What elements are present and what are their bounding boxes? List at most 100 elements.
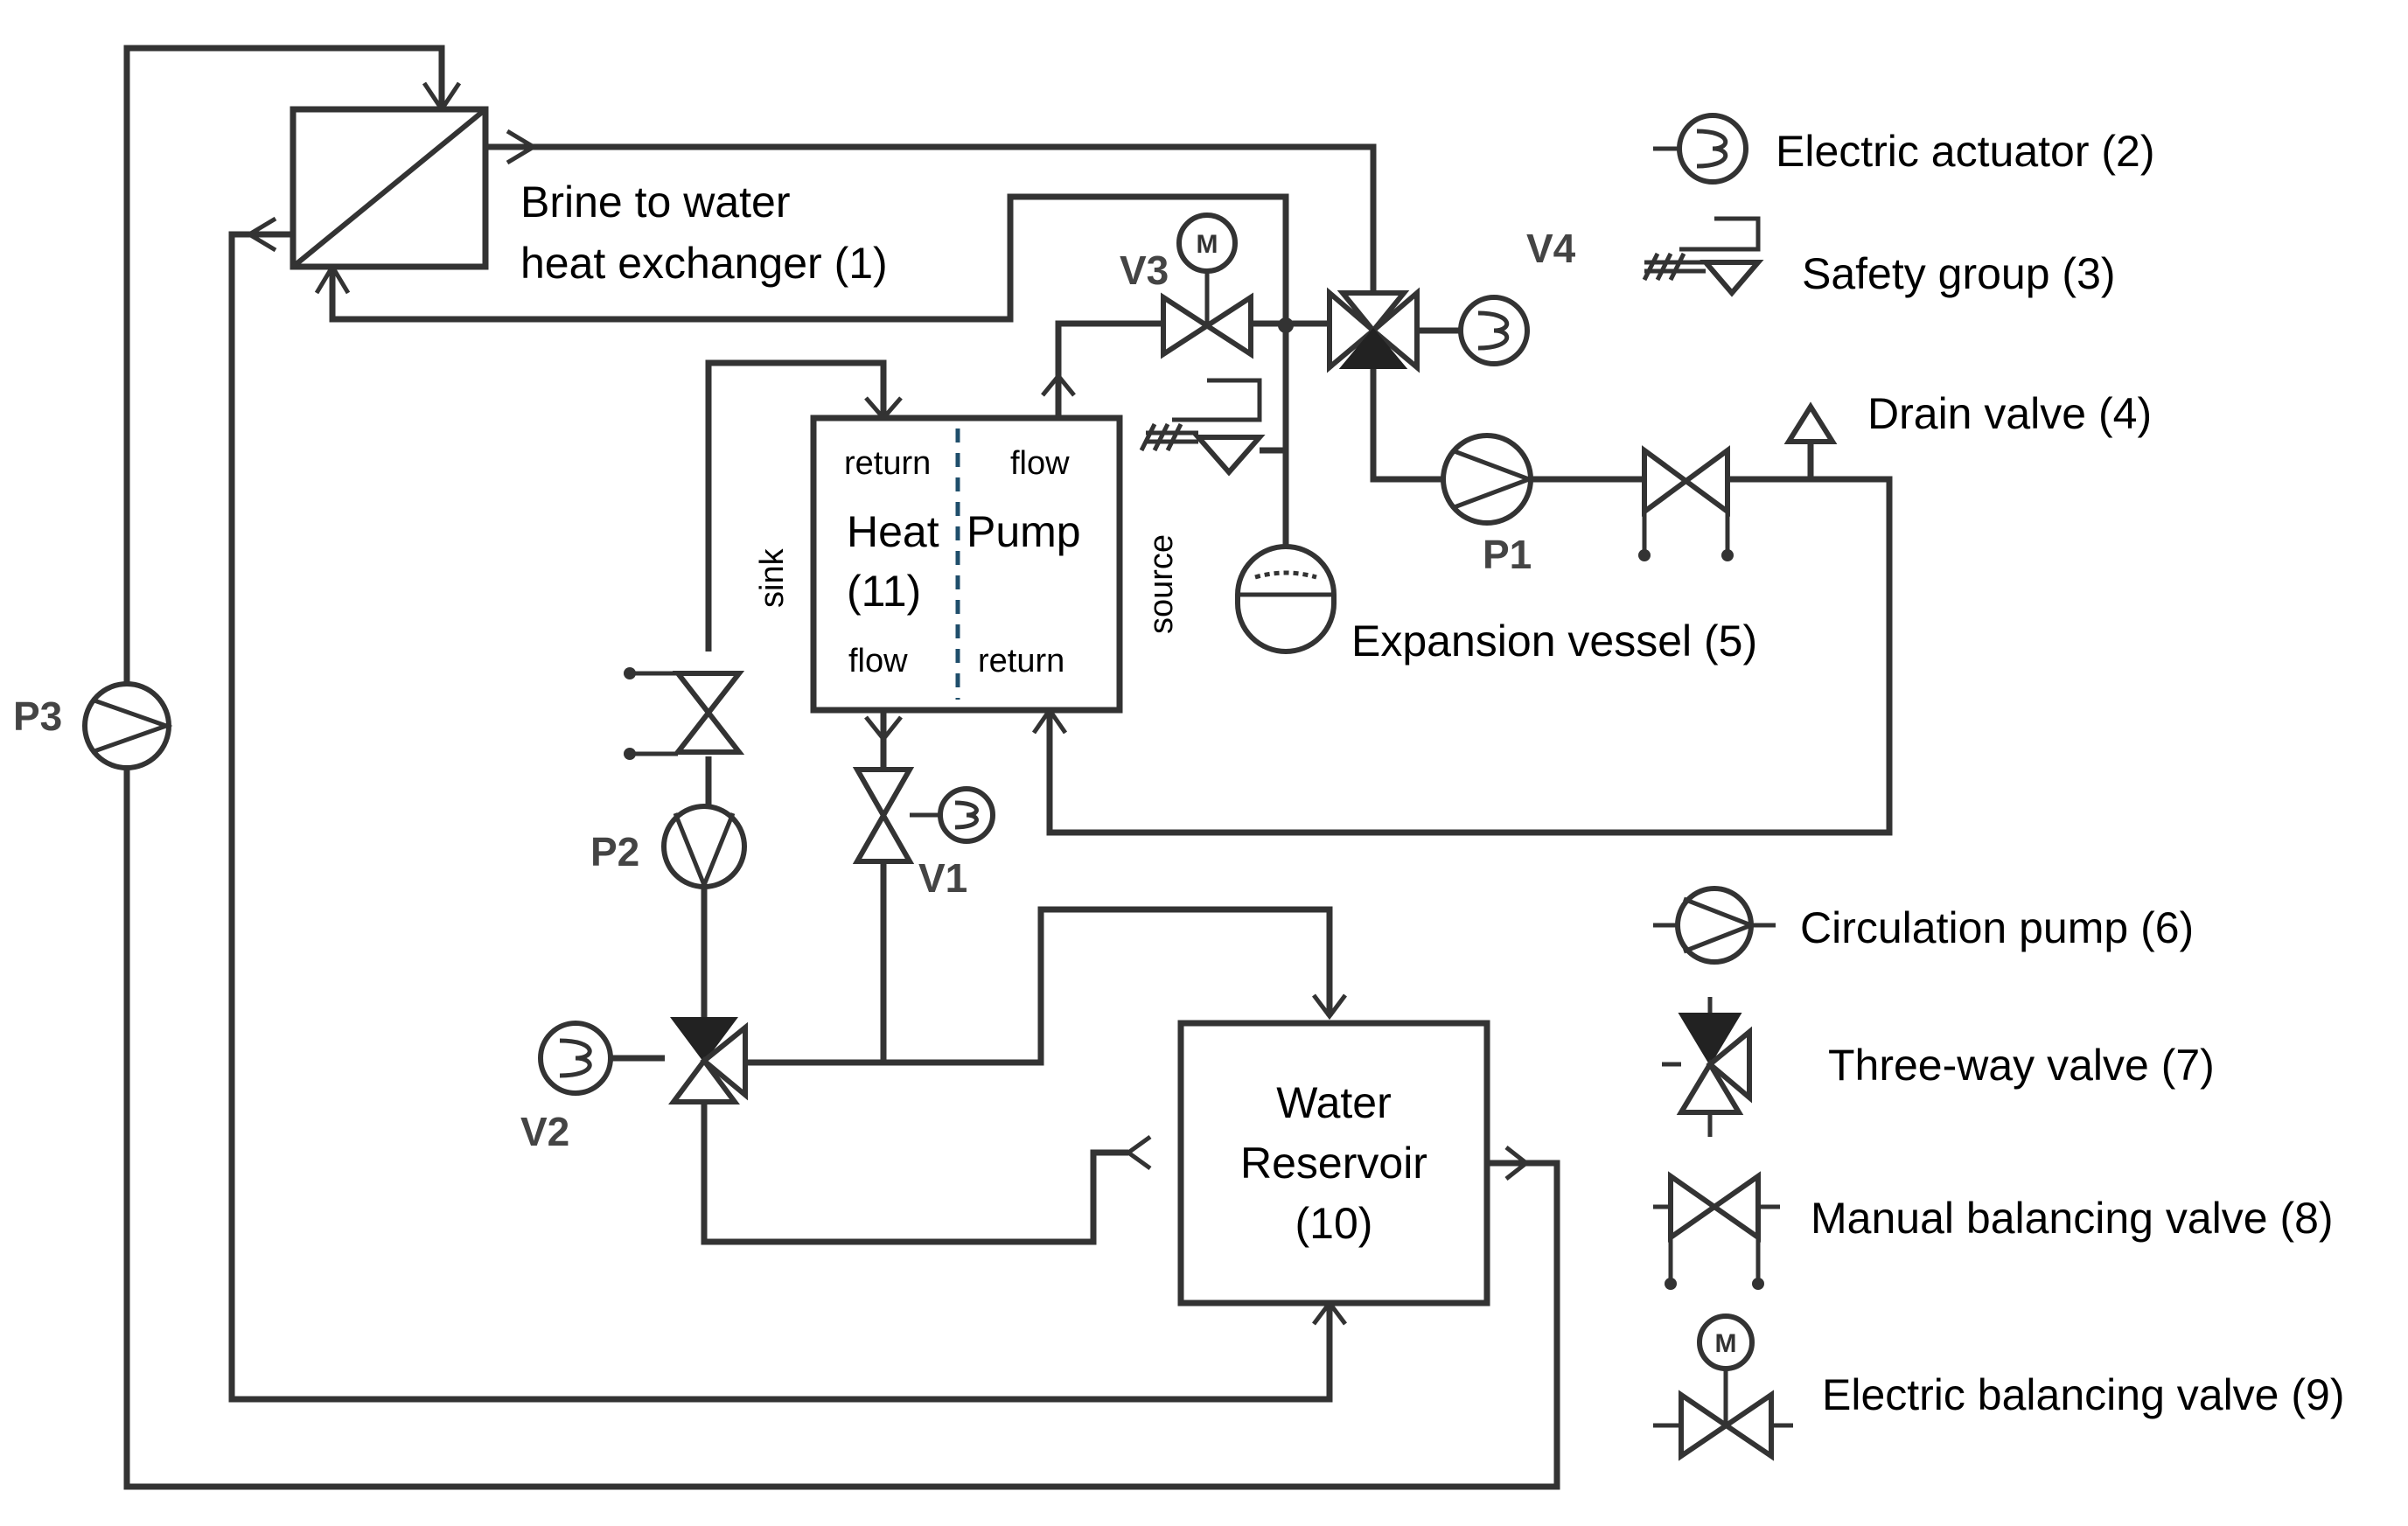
v4-right-port — [1369, 287, 1420, 373]
v2-bottom-port — [668, 1056, 740, 1104]
expansion-vessel-fill — [1254, 570, 1317, 580]
legend-mbv-dot-left — [1665, 1278, 1677, 1290]
legend-label-electric-balancing-valve: Electric balancing valve (9) — [1822, 1370, 2345, 1419]
manual-balancing-valve-source — [1638, 445, 1734, 561]
legend-three-way-valve: Three-way valve (7) — [1662, 997, 2215, 1137]
expansion-vessel-shape — [1235, 544, 1337, 654]
heat-exchanger-diagonal — [291, 107, 487, 269]
legend-label-electric-actuator: Electric actuator (2) — [1776, 127, 2154, 176]
valve-v3: M V3 — [1120, 213, 1294, 359]
legend-sg-spring — [1642, 252, 1706, 282]
tag-p1: P1 — [1483, 532, 1532, 577]
pipe-v4-to-p1 — [1370, 367, 1443, 483]
reservoir-label-1: Water — [1276, 1078, 1392, 1127]
manual-balancing-valve-icon — [1642, 445, 1730, 517]
hp-source-label: source — [1143, 534, 1180, 634]
circulation-pump-icon — [1451, 448, 1536, 511]
legend-safety-group: Safety group (3) — [1642, 216, 2116, 298]
legend-electric-actuator: Electric actuator (2) — [1653, 113, 2154, 185]
drain-valve — [1783, 401, 1838, 444]
safety-group-source — [1139, 378, 1266, 477]
legend-label-manual-balancing-valve: Manual balancing valve (8) — [1811, 1194, 2334, 1243]
drain-valve-icon — [1783, 401, 1838, 444]
tag-v2: V2 — [520, 1109, 569, 1154]
pump-p1-circle — [1441, 433, 1533, 526]
hp-return-top: return — [844, 445, 931, 482]
v2-right-port — [700, 1021, 748, 1101]
tag-v4: V4 — [1526, 226, 1576, 271]
heat-exchanger-label-1: Brine to water — [520, 178, 790, 226]
reservoir-label-3: (10) — [1295, 1199, 1373, 1248]
tag-p3: P3 — [13, 693, 62, 739]
pump-p1: P1 — [1441, 433, 1536, 577]
pump-p2: P2 — [590, 804, 747, 891]
v4-top-port — [1337, 290, 1410, 335]
water-reservoir: Water Reservoir (10) — [1177, 1020, 1490, 1307]
tag-v1: V1 — [918, 855, 967, 901]
electric-balancing-valve-icon — [1161, 292, 1253, 359]
hp-flow-bottom: flow — [848, 643, 908, 679]
valve-v2: V2 — [520, 1017, 748, 1154]
arrow-right-reservoir — [1504, 1146, 1531, 1181]
circulation-pump-icon — [91, 697, 173, 755]
valve-v1: V1 — [852, 767, 995, 901]
legend-electric-balancing-valve: M Electric balancing valve (9) — [1653, 1313, 2345, 1461]
manual-balancing-valve-icon — [1668, 1171, 1761, 1243]
safety-group-icon — [1192, 435, 1266, 477]
pipe-source-return — [1046, 476, 1893, 836]
pipe-v2-to-reservoir-top — [748, 906, 1333, 1066]
mbv-dot-top — [624, 667, 636, 679]
legend-label-three-way-valve: Three-way valve (7) — [1828, 1041, 2215, 1090]
arrow-left-reservoir — [1124, 1134, 1152, 1171]
legend-label-safety-group: Safety group (3) — [1802, 249, 2116, 298]
v2-solid-port — [670, 1017, 738, 1063]
legend-ebv-m-label: M — [1715, 1329, 1737, 1358]
arrow-down-hp-flow — [864, 715, 903, 743]
pipe-hp-flow-to-v3 — [1055, 320, 1163, 420]
legend-ea-glyph — [1696, 129, 1728, 169]
v3-actuator — [1176, 213, 1238, 274]
legend-label-drain-valve: Drain valve (4) — [1867, 389, 2152, 438]
legend-twv-right — [1706, 1026, 1752, 1104]
tag-v3: V3 — [1120, 247, 1169, 293]
pipe-hx-to-reservoir-bottom — [228, 231, 1333, 1403]
v4-left-port — [1327, 287, 1378, 373]
hp-return-bottom: return — [978, 643, 1064, 679]
manual-balancing-valve-sink — [624, 667, 745, 760]
pipe-sink-return — [705, 359, 887, 652]
pipe-hx-to-v4 — [485, 143, 1377, 302]
heat-exchanger-label-2: heat exchanger (1) — [520, 239, 888, 288]
safety-group-spring — [1139, 422, 1198, 452]
arrow-down-reservoir-top — [1312, 993, 1347, 1021]
junction-dot — [1278, 317, 1294, 333]
safety-group-icon — [1700, 260, 1764, 297]
legend-manual-balancing-valve: Manual balancing valve (8) — [1653, 1171, 2334, 1290]
mbv-source-dot-left — [1638, 549, 1651, 561]
pipe-v2-to-reservoir-left — [701, 1102, 1128, 1245]
pump-p3-circle — [82, 681, 171, 770]
arrow-up-hp-flow — [1041, 373, 1076, 397]
v4-solid-port — [1338, 327, 1408, 369]
pipe-p3-to-hx — [123, 45, 445, 700]
three-way-valve-icon — [1678, 1013, 1742, 1066]
valve-v4: V4 — [1327, 226, 1576, 373]
pump-p3: P3 — [13, 681, 173, 770]
hp-label-pump: Pump — [967, 507, 1081, 556]
hp-flow-top: flow — [1010, 445, 1070, 482]
electric-balancing-valve-icon — [1679, 1390, 1774, 1461]
expansion-vessel-label: Expansion vessel (5) — [1351, 617, 1757, 665]
pipe-hx-return — [329, 193, 1289, 334]
legend-mbv-dot-right — [1752, 1278, 1764, 1290]
arrow-left-hx-in — [245, 216, 277, 253]
mbv-dot-bottom — [624, 748, 636, 760]
legend-label-circulation-pump: Circulation pump (6) — [1800, 903, 2194, 952]
mbv-source-dot-right — [1721, 549, 1734, 561]
water-reservoir-box — [1177, 1020, 1490, 1307]
manual-balancing-valve-icon — [672, 671, 745, 755]
legend: Electric actuator (2) Safety group (3) D… — [1642, 113, 2345, 1461]
legend-sg-arm — [1679, 216, 1761, 252]
arrow-right-hx-out — [506, 129, 538, 165]
electric-actuator-icon — [954, 800, 979, 830]
